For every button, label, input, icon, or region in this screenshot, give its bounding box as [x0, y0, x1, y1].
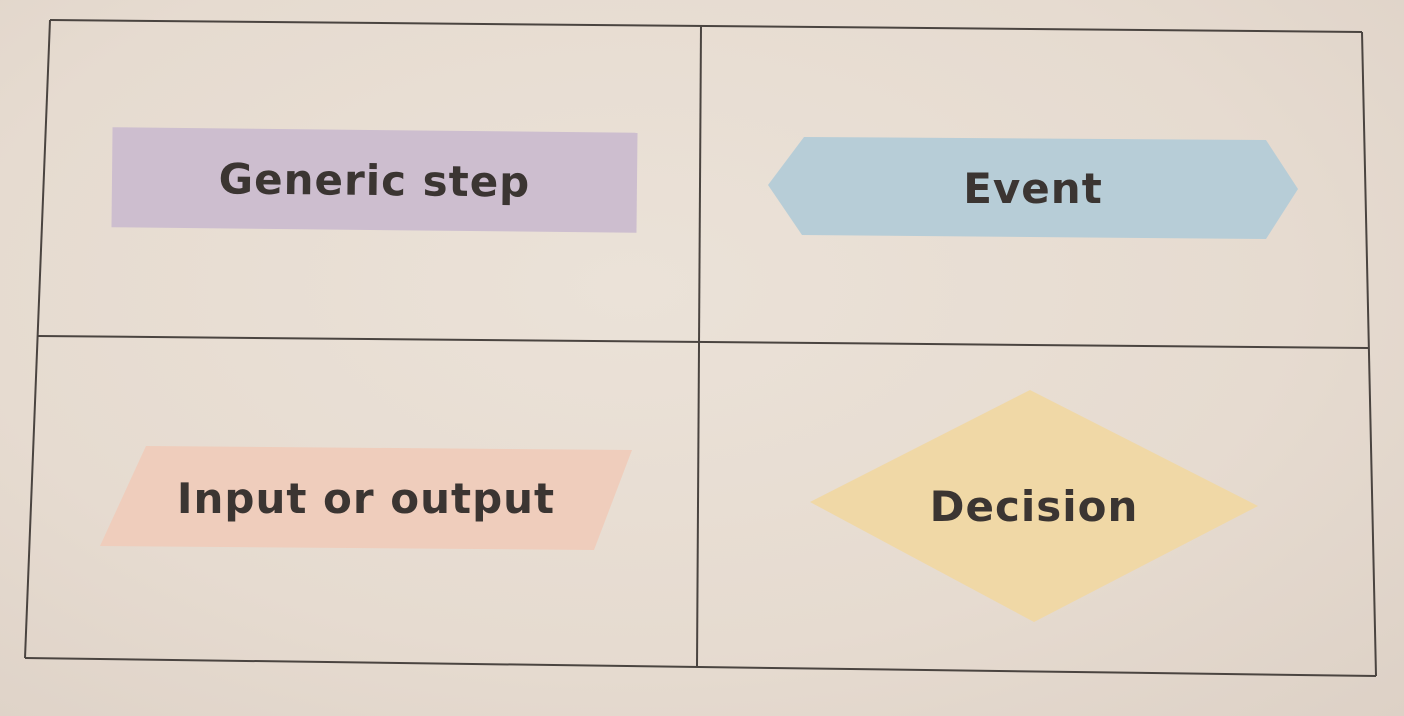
table-divider-horizontal [37, 335, 1369, 349]
decision-label: Decision [929, 481, 1139, 531]
table-border-right [1361, 31, 1377, 677]
table-border-left [24, 19, 51, 659]
generic-step-label: Generic step [218, 153, 531, 207]
input-output-label: Input or output [176, 473, 556, 523]
input-output-shape: Input or output [100, 446, 632, 550]
event-label: Event [963, 163, 1103, 213]
event-hexagon [768, 137, 1298, 239]
generic-step-shape: Generic step [111, 127, 638, 233]
decision-shape: Decision [810, 390, 1258, 622]
decision-diamond [810, 390, 1258, 622]
table-border-bottom [24, 657, 1377, 677]
table-divider-vertical [696, 25, 702, 667]
input-output-parallelogram [100, 446, 632, 550]
event-shape: Event [768, 137, 1298, 239]
table-border-top [49, 19, 1363, 33]
